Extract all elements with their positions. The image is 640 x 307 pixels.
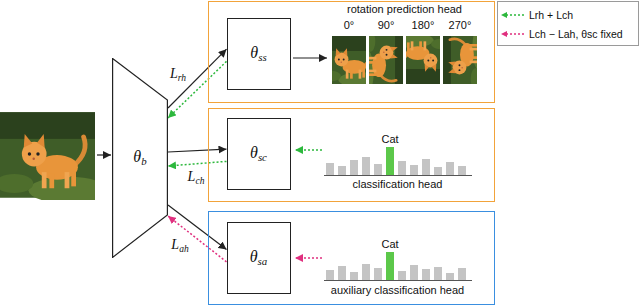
angle-label: 270° xyxy=(449,19,472,32)
block-label: θsa xyxy=(250,248,268,267)
legend-box: Lrh + LchLch − Lah, θsc fixed xyxy=(497,1,639,46)
bar xyxy=(398,161,406,175)
bar xyxy=(398,271,406,280)
head-block: θss xyxy=(227,18,291,90)
input-arrow xyxy=(97,154,111,155)
input-image xyxy=(0,112,108,203)
class-label: Cat xyxy=(381,238,398,251)
class-label: Cat xyxy=(381,133,398,146)
legend-line xyxy=(506,14,524,16)
bar xyxy=(350,272,358,280)
subscript: b xyxy=(141,156,146,168)
bar xyxy=(326,163,334,175)
legend-arrowhead xyxy=(501,12,507,18)
rotated-image xyxy=(389,33,452,84)
subscript: sc xyxy=(258,151,267,163)
block-label: θb xyxy=(133,148,146,167)
connector xyxy=(168,161,227,166)
connector xyxy=(168,49,227,108)
head-group: auxiliary classification head θsa xyxy=(208,211,495,305)
bar xyxy=(458,268,466,280)
angle-label: 90° xyxy=(378,19,395,32)
bar xyxy=(434,267,442,280)
legend-row: Lrh + Lch xyxy=(501,8,573,22)
backbone-block: θb xyxy=(112,58,168,258)
subscript: ch xyxy=(195,176,204,186)
legend-row: Lch − Lah, θsc fixed xyxy=(501,27,623,41)
angle-label: 180° xyxy=(412,19,435,32)
bar xyxy=(362,157,370,175)
block-label: θss xyxy=(250,44,266,63)
head-block: θsc xyxy=(227,118,291,190)
rotated-image xyxy=(436,26,487,89)
bar xyxy=(386,252,394,280)
loss-label: Lch xyxy=(186,169,207,189)
bar xyxy=(446,162,454,175)
subscript: rh xyxy=(178,73,186,83)
head-title: auxiliary classification head xyxy=(331,284,464,297)
block-label: θsc xyxy=(250,144,267,163)
bar xyxy=(350,160,358,175)
loss-label: Lah xyxy=(169,237,190,257)
legend-text: Lrh + Lch xyxy=(529,9,573,21)
connector xyxy=(168,149,227,152)
bar xyxy=(434,167,442,175)
bar xyxy=(422,159,430,175)
bar xyxy=(374,268,382,280)
legend-sample xyxy=(501,10,525,20)
head-block: θsa xyxy=(227,222,291,294)
legend-sample xyxy=(501,29,525,39)
bar xyxy=(362,264,370,280)
gradient-arrow xyxy=(295,149,322,151)
bar xyxy=(422,269,430,280)
angle-label: 0° xyxy=(344,19,355,32)
bar xyxy=(326,270,334,280)
head-title: rotation prediction head xyxy=(347,3,462,16)
output-arrow xyxy=(293,57,327,58)
chart-baseline xyxy=(324,280,472,281)
connector xyxy=(168,216,227,262)
chart-baseline xyxy=(324,175,472,176)
bar xyxy=(374,164,382,175)
bar xyxy=(410,265,418,280)
bar xyxy=(338,166,346,175)
legend-text: Lch − Lah, θsc fixed xyxy=(529,28,623,40)
head-group: rotation prediction head θss xyxy=(208,1,495,103)
bar xyxy=(458,166,466,175)
subscript: ah xyxy=(179,244,189,254)
gradient-arrow xyxy=(295,257,322,259)
subscript: ss xyxy=(258,51,266,63)
bar xyxy=(338,266,346,280)
subscript: sa xyxy=(258,255,268,267)
bar-chart xyxy=(324,147,472,281)
bar xyxy=(446,273,454,280)
rotated-image xyxy=(359,31,410,94)
head-group: classification head θsc xyxy=(208,108,495,202)
legend-line xyxy=(506,33,524,35)
connector xyxy=(168,61,227,118)
bar xyxy=(386,147,394,175)
head-title: classification head xyxy=(353,178,443,191)
trapezoid xyxy=(113,59,168,258)
loss-label: Lrh xyxy=(168,66,188,86)
bar xyxy=(410,165,418,175)
legend-arrowhead xyxy=(501,31,507,37)
